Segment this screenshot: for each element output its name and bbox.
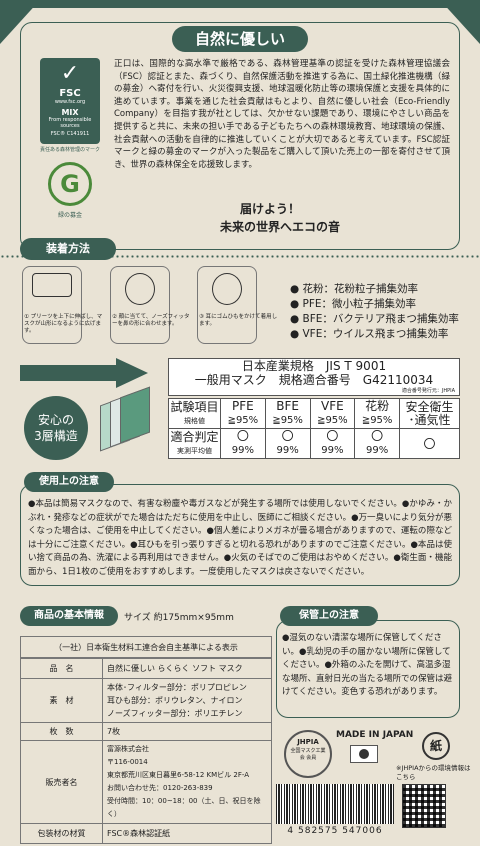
spec-col-safety: 安全衛生 ･通気性 xyxy=(399,398,460,429)
eco-paragraph: 正口は、国際的な高水準で厳格である、森林管理基準の認証を受けた森林管理協議会（F… xyxy=(114,59,450,170)
spec-col-vfe: VFE≧95% xyxy=(309,398,356,429)
fsc-sub: From responsible sources xyxy=(48,117,92,129)
made-in-japan: MADE IN JAPAN xyxy=(336,730,414,740)
row-seller-value: 富源株式会社 〒116-0014 東京都荒川区東日暮里6-58-12 KMビル … xyxy=(102,740,272,824)
mask-icon xyxy=(32,273,72,297)
row-material-header: 素 材 xyxy=(20,678,103,723)
step3-text: ③ 耳にゴムひもをかけて着用します。 xyxy=(199,314,278,327)
spec-result-safety: 〇 xyxy=(399,428,460,459)
step1-card xyxy=(22,266,82,344)
barcode-number: 4 582575 547006 xyxy=(287,826,383,836)
barcode xyxy=(276,784,394,824)
row-package-header: 包装材の材質 xyxy=(20,823,103,844)
filter-list: ● 花粉：花粉粒子捕集効率 ● PFE：微小粒子捕集効率 ● BFE：バクテリア… xyxy=(290,282,475,342)
fsc-note: 責任ある森林管理のマーク xyxy=(40,147,101,153)
layers-icon xyxy=(96,386,156,454)
caution-text: ●本品は簡易マスクなので、有害な粉塵や毒ガスなどが発生する場所では使用しないでく… xyxy=(28,499,452,577)
storage-panel xyxy=(276,620,460,718)
divider-dots xyxy=(0,254,480,260)
standard-box: 日本産業規格 JIS T 9001 一般用マスク 規格適合番号 G4211003… xyxy=(168,358,460,396)
arrow-icon xyxy=(20,358,150,388)
step2-card xyxy=(110,266,170,344)
japan-flag-icon xyxy=(350,745,378,763)
face-icon xyxy=(125,273,155,305)
size-text: サイズ 約175mm×95mm xyxy=(124,613,234,623)
green-fund-label: 緑の募金 xyxy=(57,212,82,219)
storage-badge: 保管上の注意 xyxy=(280,606,378,626)
basic-badge: 商品の基本情報 xyxy=(20,606,118,626)
standard-jis: 日本産業規格 JIS T 9001 xyxy=(241,359,387,373)
filter-vfe: ● VFE：ウイルス飛まつ捕集効率 xyxy=(290,328,449,340)
row-name-value: 自然に優しい らくらく ソフト マスク xyxy=(102,658,272,679)
spec-col-pollen: 花粉≧95% xyxy=(354,398,400,429)
spec-table: 試験項目規格値 PFE≧95% BFE≧95% VFE≧95% 花粉≧95% 安… xyxy=(168,398,460,459)
row-material-value: 本体･フィルター部分：ポリプロピレン 耳ひも部分：ポリウレタン、ナイロン ノーズ… xyxy=(102,678,272,723)
fsc-logo: ✓ FSC www.fsc.org MIX From responsible s… xyxy=(40,58,100,144)
row-name-header: 品 名 xyxy=(20,658,103,679)
basic-header: （一社）日本衛生材料工連合会自主基準による表示 xyxy=(20,636,272,658)
wear-badge: 装着方法 xyxy=(20,238,116,260)
caution-badge: 使用上の注意 xyxy=(24,472,114,492)
step1-text: ① プリーツを上下に伸ばし、マスクが山形になるように広げます。 xyxy=(24,314,103,334)
filter-pollen: ● 花粉：花粉粒子捕集効率 xyxy=(290,283,418,295)
row-package-value: FSC®森林認証紙 xyxy=(102,823,272,844)
qr-code xyxy=(402,784,446,828)
step2-text: ② 顔に当てて、ノーズフィッターを鼻の形に合わせます。 xyxy=(112,314,190,327)
green-fund-icon: G xyxy=(48,162,92,206)
basic-table: 品 名自然に優しい らくらく ソフト マスク 素 材本体･フィルター部分：ポリプ… xyxy=(20,658,272,844)
row-seller-header: 販売者名 xyxy=(20,740,103,824)
step3-card xyxy=(197,266,257,344)
filter-bfe: ● BFE：バクテリア飛まつ捕集効率 xyxy=(290,313,459,325)
fsc-name: FSC xyxy=(59,88,81,99)
spec-judge-label: 適合判定実測平均値 xyxy=(168,428,221,459)
fsc-code: FSC® C141911 xyxy=(50,131,90,137)
jhpia-note: ※JHPIAからの環境情報はこちら xyxy=(396,764,471,781)
slogan-line1: 届けよう！ xyxy=(239,202,300,216)
face-icon xyxy=(212,273,242,305)
spec-col-pfe: PFE≧95% xyxy=(220,398,266,429)
spec-col-bfe: BFE≧95% xyxy=(264,398,311,429)
fsc-url: www.fsc.org xyxy=(54,99,86,105)
row-count-value: 7枚 xyxy=(102,722,272,741)
fsc-mix: MIX xyxy=(61,108,79,117)
caution-panel xyxy=(20,484,460,586)
standard-issuer: 適合番号発行元：JHPIA xyxy=(401,388,455,394)
spec-row-label: 試験項目規格値 xyxy=(168,398,221,429)
recycle-paper-icon: 紙 xyxy=(422,732,450,760)
storage-text: ●湿気のない清潔な場所に保管してください。●乳幼児の手の届かない場所に保管してく… xyxy=(282,633,453,697)
tree-check-icon: ✓ xyxy=(60,61,80,86)
filter-pfe: ● PFE：微小粒子捕集効率 xyxy=(290,298,417,310)
layer-badge: 安心の 3層構造 xyxy=(24,396,88,460)
jhpia-seal: JHPIA 全国マスク工業会 会員 xyxy=(284,730,332,778)
eco-badge: 自然に優しい xyxy=(172,26,308,52)
slogan-line2: 未来の世界へエコの音 xyxy=(219,220,340,234)
standard-number: 一般用マスク 規格適合番号 G42110034 xyxy=(194,373,434,387)
row-count-header: 枚 数 xyxy=(20,722,103,741)
